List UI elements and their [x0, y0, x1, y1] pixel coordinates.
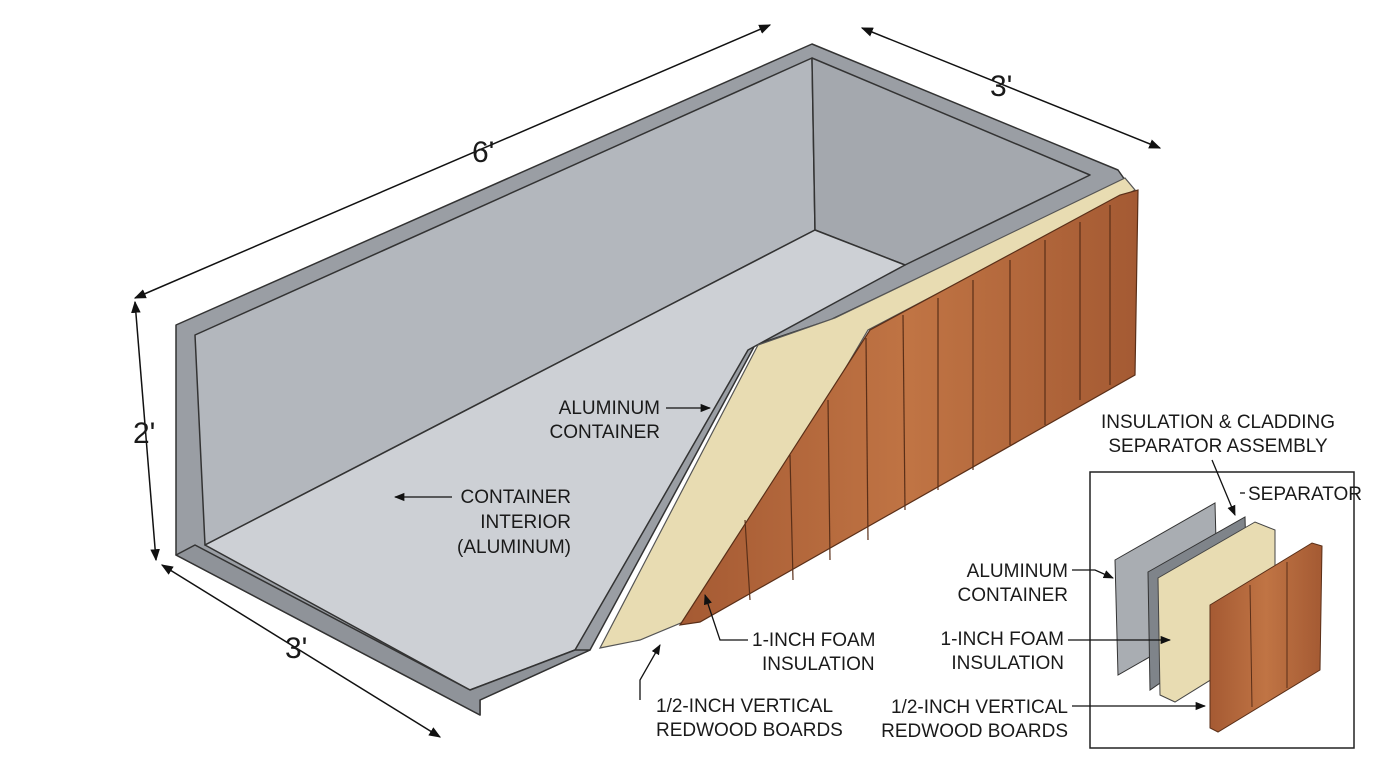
inset-redwood-panel [1209, 542, 1323, 733]
foam-insulation-layer [598, 177, 1136, 649]
dimension-width-front: 3' [285, 632, 307, 665]
dimension-width-back: 3' [990, 70, 1012, 103]
dimension-lines [131, 24, 1162, 738]
label-foam-2: INSULATION [762, 654, 875, 675]
inset-aluminum-1: ALUMINUM [967, 561, 1068, 582]
inset-redwood-2: REDWOOD BOARDS [881, 721, 1068, 742]
label-redwood-1: 1/2-INCH VERTICAL [656, 696, 833, 717]
inset-foam-1: 1-INCH FOAM [941, 629, 1065, 650]
inset-redwood-1: 1/2-INCH VERTICAL [891, 697, 1068, 718]
dimension-height: 2' [133, 417, 155, 450]
inset-title-2: SEPARATOR ASSEMBLY [1108, 436, 1328, 457]
label-redwood-2: REDWOOD BOARDS [656, 720, 843, 741]
label-interior-3: (ALUMINUM) [457, 537, 571, 558]
inset-assembly: INSULATION & CLADDING SEPARATOR ASSEMBLY… [881, 412, 1362, 749]
inset-foam-2: INSULATION [951, 653, 1064, 674]
dimension-length: 6' [472, 136, 494, 169]
label-aluminum-container-2: CONTAINER [550, 422, 660, 443]
inset-separator-label: SEPARATOR [1248, 484, 1362, 505]
redwood-cladding [678, 189, 1139, 626]
label-aluminum-container-1: ALUMINUM [559, 398, 660, 419]
label-interior-2: INTERIOR [480, 512, 571, 533]
label-foam-1: 1-INCH FOAM [752, 630, 876, 651]
label-interior-1: CONTAINER [461, 487, 571, 508]
callouts [393, 403, 748, 700]
inset-aluminum-2: CONTAINER [958, 585, 1068, 606]
inset-title-1: INSULATION & CLADDING [1101, 412, 1335, 433]
